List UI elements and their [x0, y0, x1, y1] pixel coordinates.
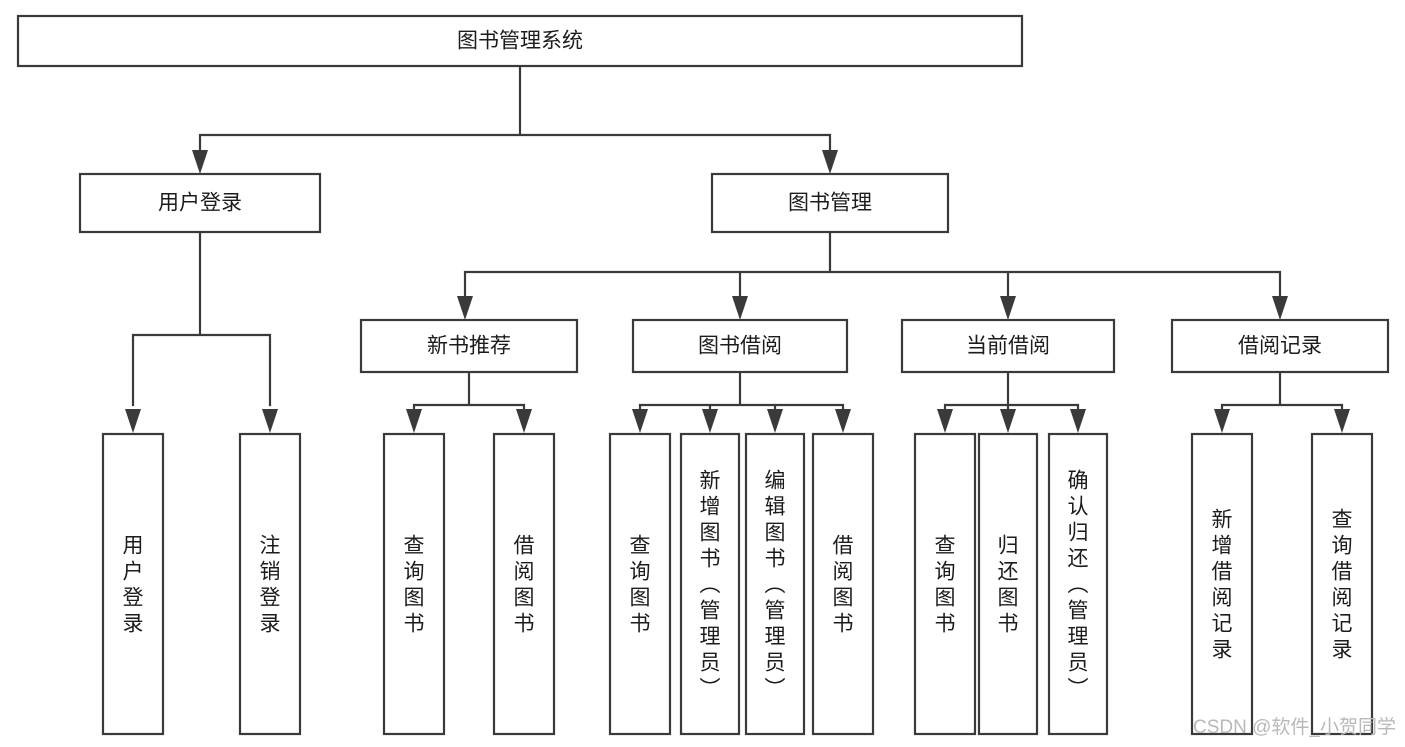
- csdn-watermark: CSDN @软件_小贺同学: [1193, 716, 1396, 738]
- node-user-login-label: 用户登录: [158, 192, 242, 215]
- connector-current-borrow-bus: [943, 370, 1080, 414]
- node-user-login-box[interactable]: [78, 172, 322, 234]
- leaf-add-borrow-record[interactable]: 新增借阅记录: [1190, 432, 1254, 736]
- node-book-manage-box[interactable]: [710, 172, 950, 234]
- node-new-book-recommend-label: 新书推荐: [427, 335, 511, 358]
- leaf-borrow-book-borrow-label: 借阅图书: [833, 534, 854, 635]
- node-user-login[interactable]: 用户登录: [78, 172, 322, 234]
- leaf-query-book-borrow-box[interactable]: [608, 432, 672, 736]
- leaf-edit-book[interactable]: 编辑图书︵管理员︶: [744, 432, 806, 736]
- arrow-to-user-login: [192, 150, 208, 174]
- node-new-book-recommend-box[interactable]: [359, 318, 579, 374]
- leaf-return-book-label: 归还图书: [998, 534, 1019, 635]
- leaf-query-book-current[interactable]: 查询图书: [913, 432, 977, 736]
- node-root[interactable]: 图书管理系统: [16, 14, 1024, 68]
- node-root-label: 图书管理系统: [457, 30, 583, 53]
- leaf-add-book-box[interactable]: [679, 432, 741, 736]
- leaf-logout[interactable]: 注销登录: [238, 432, 302, 736]
- leaf-query-book-recommend-box[interactable]: [382, 432, 446, 736]
- leaf-confirm-return-box[interactable]: [1047, 432, 1109, 736]
- node-book-borrow-label: 图书借阅: [698, 335, 782, 358]
- leaf-return-book-box[interactable]: [977, 432, 1039, 736]
- arrow-to-leaf-return-book: [1000, 409, 1016, 433]
- node-book-borrow-box[interactable]: [631, 318, 849, 374]
- leaf-query-borrow-record[interactable]: 查询借阅记录: [1310, 432, 1374, 736]
- leaf-query-borrow-record-label: 查询借阅记录: [1332, 508, 1353, 661]
- arrow-to-leaf-add-record: [1214, 409, 1230, 433]
- connector-layer: [125, 64, 1350, 433]
- arrow-to-leaf-borrow-book-2: [835, 409, 851, 433]
- leaf-user-login-label: 用户登录: [123, 534, 144, 635]
- leaf-query-book-borrow-label: 查询图书: [630, 534, 651, 635]
- node-current-borrow-box[interactable]: [900, 318, 1116, 374]
- connector-root-to-level2: [198, 64, 832, 162]
- arrow-to-current-borrow: [1000, 296, 1016, 320]
- arrow-to-leaf-logout: [262, 409, 278, 433]
- node-book-borrow[interactable]: 图书借阅: [631, 318, 849, 374]
- arrow-to-new-book-recommend: [457, 296, 473, 320]
- node-book-manage[interactable]: 图书管理: [710, 172, 950, 234]
- connector-borrow-record-bus: [1220, 370, 1344, 414]
- arrow-to-leaf-user-login: [125, 409, 141, 433]
- node-book-manage-label: 图书管理: [788, 192, 872, 215]
- leaf-borrow-book-recommend-box[interactable]: [492, 432, 556, 736]
- connector-user-login-bus: [131, 230, 272, 407]
- arrow-to-leaf-query-book-2: [632, 409, 648, 433]
- node-borrow-record-box[interactable]: [1170, 318, 1390, 374]
- arrow-to-leaf-add-book: [702, 409, 718, 433]
- node-borrow-record[interactable]: 借阅记录: [1170, 318, 1390, 374]
- arrow-to-book-borrow: [732, 296, 748, 320]
- leaf-add-borrow-record-box[interactable]: [1190, 432, 1254, 736]
- arrow-to-borrow-record: [1272, 296, 1288, 320]
- leaf-edit-book-label: 编辑图书︵管理员︶: [765, 469, 786, 700]
- leaf-add-book-label: 新增图书︵管理员︶: [700, 469, 721, 700]
- leaf-query-borrow-record-box[interactable]: [1310, 432, 1374, 736]
- leaf-borrow-book-recommend-label: 借阅图书: [514, 534, 535, 635]
- node-root-box[interactable]: [16, 14, 1024, 68]
- leaf-return-book[interactable]: 归还图书: [977, 432, 1039, 736]
- arrow-to-leaf-confirm-return: [1070, 409, 1086, 433]
- leaf-query-book-current-box[interactable]: [913, 432, 977, 736]
- leaf-confirm-return[interactable]: 确认归还︵管理员︶: [1047, 432, 1109, 736]
- leaf-confirm-return-label: 确认归还︵管理员︶: [1068, 469, 1089, 700]
- leaf-add-book[interactable]: 新增图书︵管理员︶: [679, 432, 741, 736]
- connector-book-borrow-bus: [638, 370, 845, 414]
- leaf-query-book-recommend[interactable]: 查询图书: [382, 432, 446, 736]
- arrow-to-leaf-query-book-3: [937, 409, 953, 433]
- arrow-to-book-manage: [822, 150, 838, 174]
- leaf-query-book-current-label: 查询图书: [935, 534, 956, 635]
- arrow-to-leaf-borrow-book-1: [516, 409, 532, 433]
- node-new-book-recommend[interactable]: 新书推荐: [359, 318, 579, 374]
- leaf-user-login-box[interactable]: [101, 432, 165, 736]
- arrow-to-leaf-query-record: [1334, 409, 1350, 433]
- leaf-borrow-book-borrow[interactable]: 借阅图书: [811, 432, 875, 736]
- node-current-borrow[interactable]: 当前借阅: [900, 318, 1116, 374]
- leaf-logout-label: 注销登录: [260, 534, 281, 635]
- leaf-borrow-book-recommend[interactable]: 借阅图书: [492, 432, 556, 736]
- leaf-logout-box[interactable]: [238, 432, 302, 736]
- leaf-query-book-borrow[interactable]: 查询图书: [608, 432, 672, 736]
- arrow-to-leaf-edit-book: [767, 409, 783, 433]
- leaf-add-borrow-record-label: 新增借阅记录: [1212, 508, 1233, 661]
- connector-new-book-recommend-bus: [412, 370, 526, 414]
- leaf-borrow-book-borrow-box[interactable]: [811, 432, 875, 736]
- leaf-user-login[interactable]: 用户登录: [101, 432, 165, 736]
- leaf-query-book-recommend-label: 查询图书: [404, 534, 425, 635]
- leaf-edit-book-box[interactable]: [744, 432, 806, 736]
- node-current-borrow-label: 当前借阅: [966, 335, 1050, 358]
- connector-book-manage-bus: [463, 230, 1282, 298]
- arrow-to-leaf-query-book-1: [406, 409, 422, 433]
- node-borrow-record-label: 借阅记录: [1238, 335, 1322, 358]
